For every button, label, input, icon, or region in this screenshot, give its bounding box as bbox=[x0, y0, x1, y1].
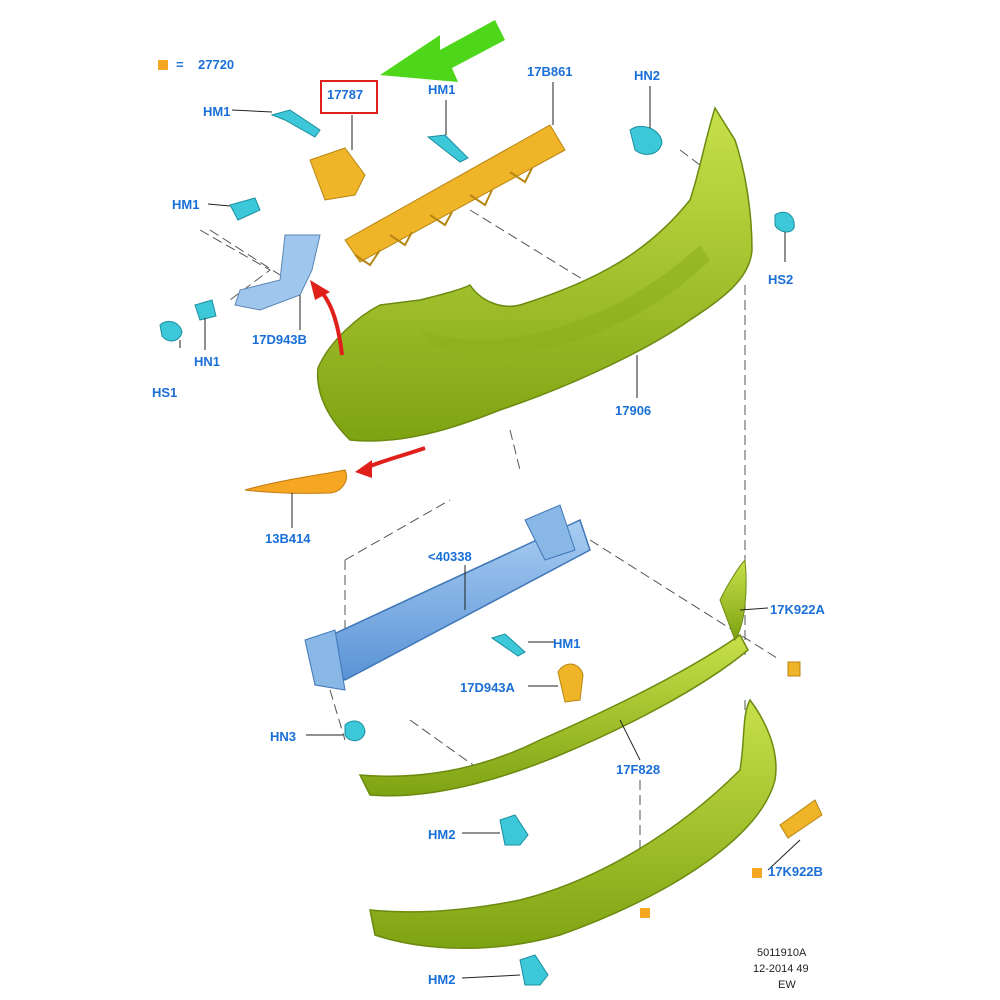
label-17k922a: 17K922A bbox=[770, 602, 825, 617]
label-40338: <40338 bbox=[428, 549, 472, 564]
label-hs1: HS1 bbox=[152, 385, 178, 400]
legend-value: 27720 bbox=[198, 57, 235, 72]
label-hn3: HN3 bbox=[270, 729, 297, 744]
legend-marker bbox=[158, 60, 168, 70]
footer-line-1: 5011910A bbox=[757, 947, 807, 959]
part-label-17787: 17787 bbox=[327, 87, 364, 102]
side-bracket-shape bbox=[234, 234, 321, 311]
label-13b414: 13B414 bbox=[265, 531, 311, 546]
label-hm2-upper: HM2 bbox=[428, 827, 456, 842]
bumper-cover-shadow bbox=[420, 245, 710, 355]
bracket-17787-shape bbox=[309, 147, 366, 201]
reinforcement-beam-shape bbox=[304, 504, 591, 691]
clip-17k922b-shape bbox=[779, 799, 823, 839]
bumper-cover-shape bbox=[316, 106, 753, 442]
label-hm1-lower: HM1 bbox=[553, 636, 581, 651]
label-17b861: 17B861 bbox=[527, 64, 573, 79]
footer-line-2: 12-2014 49 bbox=[753, 963, 809, 975]
label-hm1-center: HM1 bbox=[428, 82, 456, 97]
key-marker-diffuser bbox=[640, 908, 650, 918]
lower-diffuser-shape bbox=[369, 698, 777, 949]
label-17k922b: 17K922B bbox=[768, 864, 823, 879]
label-hm1-left: HM1 bbox=[172, 197, 200, 212]
label-17d943b: 17D943B bbox=[252, 332, 307, 347]
label-hs2: HS2 bbox=[768, 272, 794, 287]
fasteners bbox=[159, 109, 795, 986]
clip-17k922a-shape bbox=[787, 661, 801, 677]
footer-line-3: EW bbox=[778, 979, 796, 991]
label-17906: 17906 bbox=[615, 403, 652, 418]
highlight-box bbox=[320, 80, 378, 114]
red-arrowhead-upper bbox=[310, 280, 330, 300]
label-17f828: 17F828 bbox=[616, 762, 661, 777]
red-arrowhead-lower bbox=[355, 460, 372, 478]
legend-marker-17k922b bbox=[752, 868, 762, 878]
label-hn1: HN1 bbox=[194, 354, 221, 369]
lower-valance-shape bbox=[358, 633, 749, 797]
green-pointer-arrow bbox=[380, 20, 505, 82]
valance-side-piece-shape bbox=[719, 558, 747, 642]
leader-lines bbox=[179, 82, 801, 979]
label-hn2: HN2 bbox=[634, 68, 661, 83]
label-hm2-lower: HM2 bbox=[428, 972, 456, 987]
legend-equals: = bbox=[176, 57, 184, 72]
reflector-shape bbox=[244, 469, 347, 494]
label-17d943a: 17D943A bbox=[460, 680, 515, 695]
label-hm1-top-left: HM1 bbox=[203, 104, 231, 119]
impact-strip-shape bbox=[344, 124, 566, 267]
bracket-17d943a-shape bbox=[557, 663, 584, 703]
